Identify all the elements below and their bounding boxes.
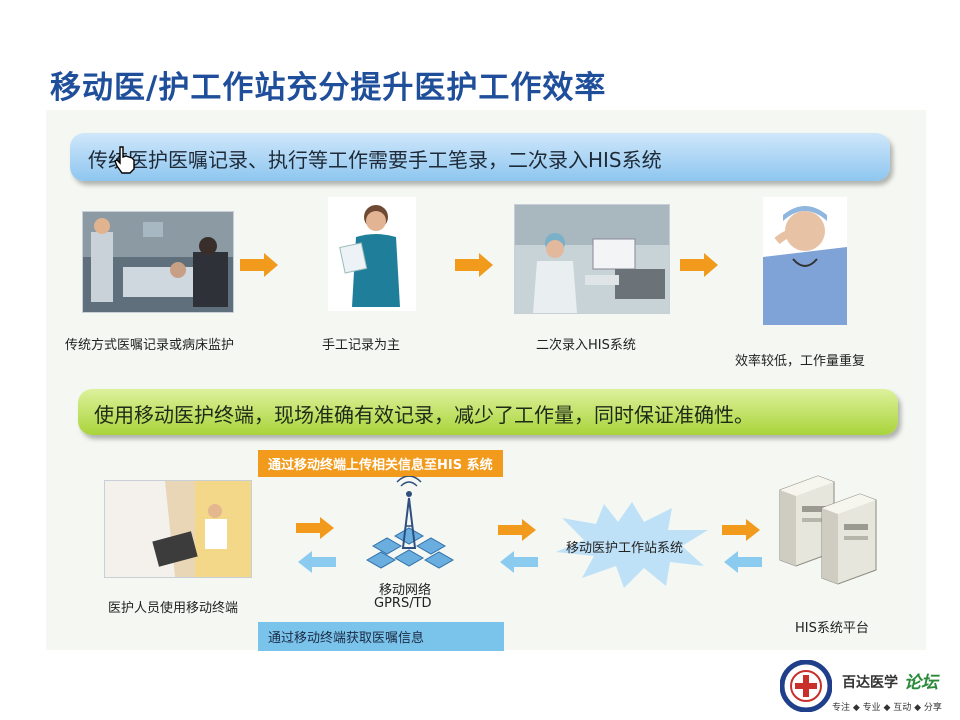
workstation-caption: 移动医护工作站系统	[566, 541, 684, 556]
network-caption-line1: 移动网络	[379, 583, 432, 598]
terminal-usage-photo	[104, 480, 252, 578]
mobile-banner-text: 使用移动医护终端，现场准确有效记录，减少了工作量，同时保证准确性。	[94, 403, 754, 427]
arrow-right-icon	[240, 253, 278, 277]
workstation-burst-icon	[556, 502, 708, 588]
mobile-banner: 使用移动医护终端，现场准确有效记录，减少了工作量，同时保证准确性。	[78, 389, 898, 435]
arrow-left-icon	[724, 551, 762, 573]
flow-caption-3: 二次录入HIS系统	[536, 338, 636, 353]
tired-nurse-photo	[763, 197, 847, 325]
flow-caption-2: 手工记录为主	[322, 338, 401, 353]
forum-logo-name: 百达医学	[842, 675, 898, 691]
traditional-banner-text: 传统医护医嘱记录、执行等工作需要手工笔录，二次录入HIS系统	[88, 148, 662, 172]
traditional-banner: 传统医护医嘱记录、执行等工作需要手工笔录，二次录入HIS系统	[70, 133, 890, 181]
network-tower-icon	[365, 476, 455, 569]
arrow-right-icon	[722, 519, 760, 541]
arrow-left-icon	[500, 551, 538, 573]
ward-monitoring-photo	[82, 211, 234, 313]
terminal-caption: 医护人员使用移动终端	[108, 601, 239, 616]
data-entry-photo	[514, 204, 670, 314]
arrow-right-icon	[296, 517, 334, 539]
hand-cursor-icon	[114, 146, 135, 174]
forum-logo-icon	[780, 660, 832, 712]
arrow-right-icon	[455, 253, 493, 277]
flow-caption-1: 传统方式医嘱记录或病床监护	[65, 338, 235, 353]
upload-label: 通过移动终端上传相关信息至HIS 系统	[258, 450, 503, 477]
page-title: 移动医/护工作站充分提升医护工作效率	[50, 70, 607, 106]
arrow-left-icon	[298, 551, 336, 573]
arrow-right-icon	[498, 519, 536, 541]
his-caption: HIS系统平台	[795, 621, 869, 636]
arrow-right-icon	[680, 253, 718, 277]
nurse-writing-photo	[328, 197, 416, 311]
flow-caption-4: 效率较低，工作量重复	[735, 354, 866, 369]
forum-logo-forum: 论坛	[904, 673, 938, 693]
network-caption-line2: GPRS/TD	[374, 596, 432, 611]
forum-logo-slogan: 专注 ◆ 专业 ◆ 互动 ◆ 分享	[832, 703, 942, 713]
server-icon	[779, 475, 877, 585]
download-label: 通过移动终端获取医嘱信息	[258, 622, 504, 651]
